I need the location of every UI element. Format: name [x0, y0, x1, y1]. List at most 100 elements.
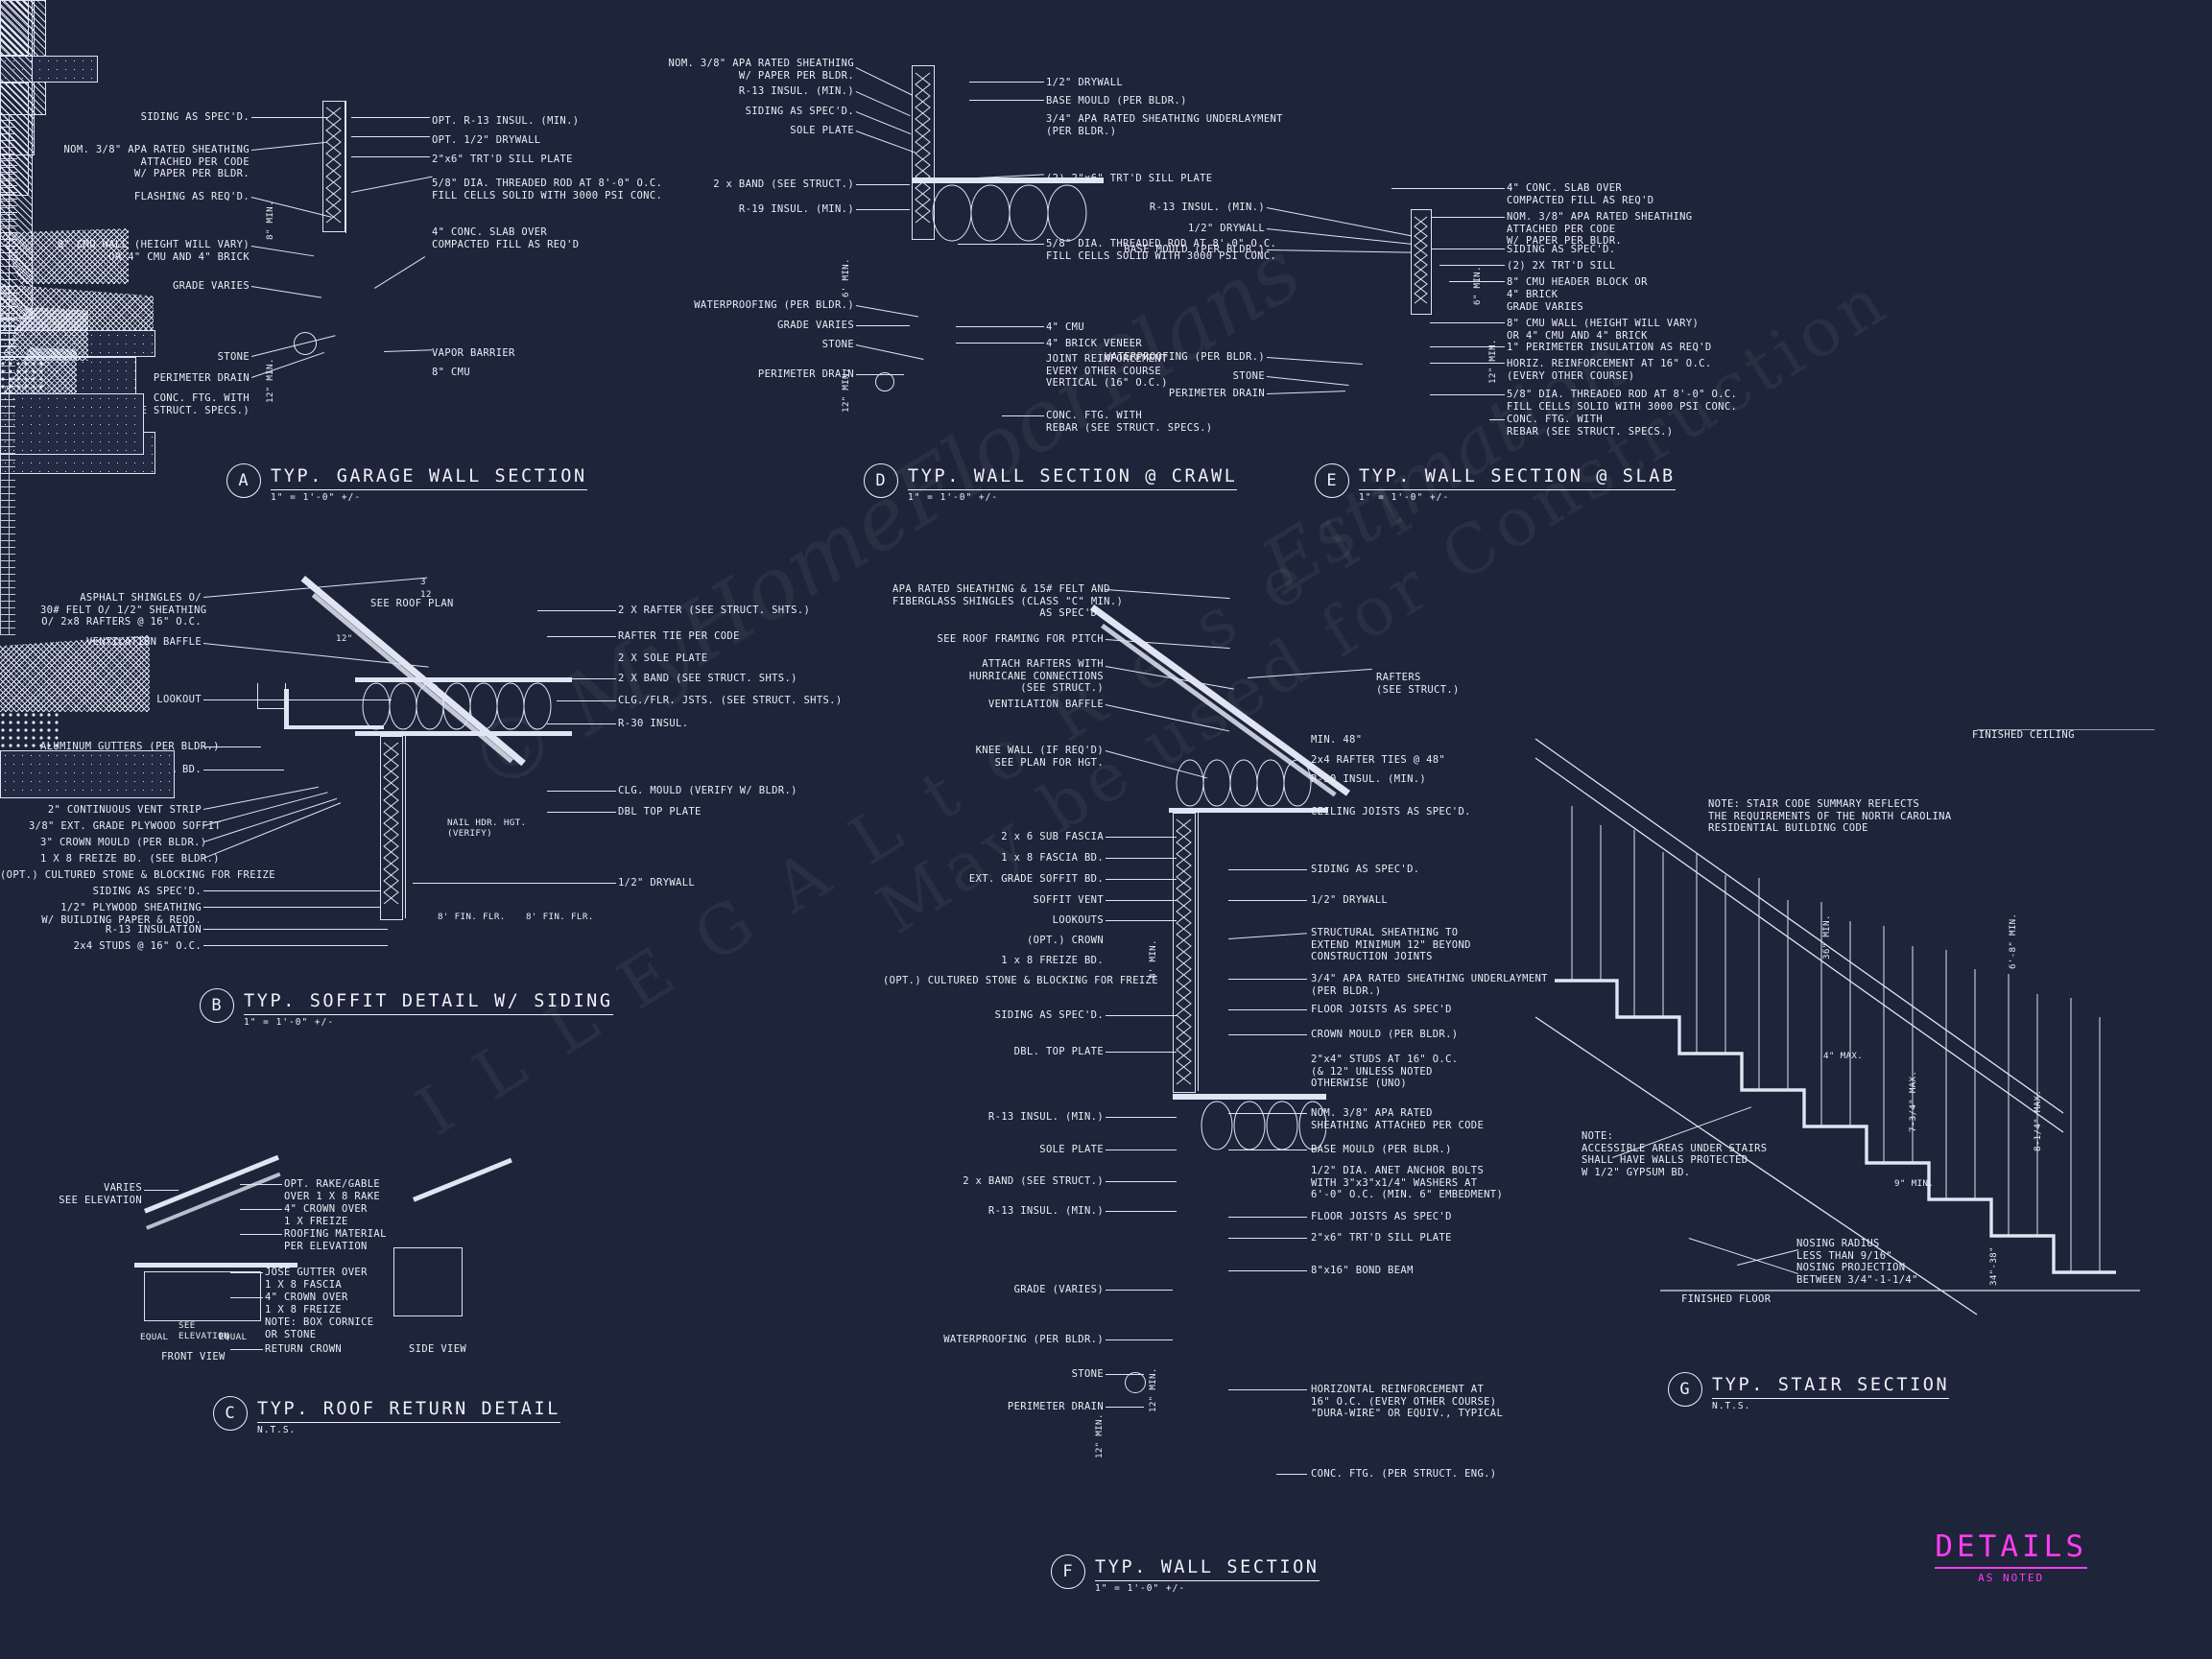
- label-sill-plate: (2) 2"x6" TRT'D SILL PLATE: [1046, 173, 1213, 184]
- label-waterproofing: WATERPROOFING (PER BLDR.): [1105, 351, 1265, 363]
- sheet-title-scale: AS NOTED: [1978, 1572, 2045, 1584]
- label-horiz-reinforcement: HORIZ. REINFORCEMENT AT 16" O.C. (EVERY …: [1507, 358, 1712, 382]
- batt-insulation-icon: [325, 104, 342, 228]
- label-stone: STONE: [1071, 1368, 1104, 1380]
- detail-bubble-e: E: [1315, 463, 1349, 498]
- leader-line: [203, 802, 342, 859]
- detail-e-scale: 1" = 1'-0" +/-: [1359, 492, 1450, 503]
- roof-return-wall-front: [144, 1271, 261, 1321]
- leader-line: [1106, 858, 1177, 859]
- leader-line: [351, 176, 433, 193]
- label-drywall: 1/2" DRYWALL: [1311, 894, 1389, 906]
- detail-g-title: G TYP. STAIR SECTION N.T.S.: [1668, 1372, 1950, 1411]
- leader-line: [1489, 419, 1505, 420]
- crawl-drain-pipe: [875, 372, 894, 391]
- slab-stud-wall: [1411, 209, 1432, 315]
- floor-batt-insulation-icon: [931, 183, 1104, 243]
- label-nail-hdr-hgt: NAIL HDR. HGT. (VERIFY): [447, 818, 527, 839]
- label-stone: STONE: [1232, 370, 1265, 382]
- detail-bubble-b: B: [200, 988, 234, 1023]
- detail-a-title-text: TYP. GARAGE WALL SECTION: [271, 466, 587, 490]
- dim-riser-max: 7-3/4" MAX.: [1908, 1070, 1918, 1132]
- label-apa-sheathing: NOM. 3/8" APA RATED SHEATHING W/ PAPER P…: [668, 58, 854, 82]
- note-nosing: NOSING RADIUS LESS THAN 9/16" NOSING PRO…: [1796, 1238, 1918, 1286]
- garage-drywall-line: [345, 101, 346, 233]
- label-fin-flr-right: 8' FIN. FLR.: [526, 912, 594, 922]
- leader-line: [956, 343, 1044, 344]
- gutter-profile: [257, 683, 286, 709]
- dim-6-8-min: 6'-8" MIN.: [2008, 912, 2018, 969]
- batt-insulation-icon: [1414, 213, 1428, 309]
- label-drywall: 1/2" DRYWALL: [1046, 77, 1124, 88]
- f-drain-pipe: [1125, 1372, 1146, 1393]
- detail-c-title: C TYP. ROOF RETURN DETAIL N.T.S.: [213, 1396, 560, 1435]
- f-ceiling-line: [1169, 808, 1328, 813]
- label-plywood-sheathing: 1/2" PLYWOOD SHEATHING W/ BUILDING PAPER…: [41, 902, 202, 926]
- leader-line: [855, 91, 911, 117]
- label-freize-bd: 1 X 8 FREIZE BD. (SEE BLDR.): [40, 853, 220, 865]
- label-opt-drywall: OPT. 1/2" DRYWALL: [432, 134, 541, 146]
- leader-line: [1228, 869, 1307, 870]
- detail-f-wall-section: APA RATED SHEATHING & 15# FELT AND FIBER…: [0, 0, 1548, 1594]
- label-cultured-stone: (OPT.) CULTURED STONE & BLOCKING FOR FRE…: [883, 975, 1158, 986]
- label-sub-fascia: 2 x 6 SUB FASCIA: [1001, 831, 1104, 842]
- label-base-mould: BASE MOULD (PER BLDR.): [1124, 244, 1265, 255]
- leader-line: [1228, 1270, 1307, 1271]
- leader-line: [1106, 1181, 1177, 1182]
- label-roof-framing-pitch: SEE ROOF FRAMING FOR PITCH: [937, 633, 1104, 645]
- label-return-crown: RETURN CROWN: [265, 1343, 343, 1355]
- f-wall-batt-insulation-icon: [1176, 816, 1192, 1086]
- leader-line: [250, 197, 332, 218]
- label-cmu-header: 8" CMU HEADER BLOCK OR 4" BRICK: [1507, 276, 1648, 300]
- detail-f-title-text: TYP. WALL SECTION: [1095, 1557, 1320, 1581]
- leader-line: [1228, 979, 1307, 980]
- leader-line: [1430, 346, 1505, 347]
- detail-bubble-g: G: [1668, 1372, 1702, 1407]
- leader-line: [1228, 1009, 1307, 1010]
- leader-line: [1105, 666, 1234, 690]
- label-drywall: 1/2" DRYWALL: [1187, 223, 1265, 234]
- label-r30-insul: R-30 INSUL.: [618, 718, 689, 729]
- detail-f-title: F TYP. WALL SECTION 1" = 1'-0" +/-: [1051, 1554, 1320, 1594]
- label-apa-underlayment: 3/4" APA RATED SHEATHING UNDERLAYMENT (P…: [1311, 973, 1548, 997]
- label-min-48: MIN. 48": [1311, 734, 1363, 746]
- label-rafter-ties: 2x4 RAFTER TIES @ 48": [1311, 754, 1446, 766]
- leader-line: [203, 907, 380, 908]
- dim-6-min: 6' MIN.: [841, 258, 851, 297]
- detail-bubble-a: A: [226, 463, 261, 498]
- label-grade-varies: GRADE VARIES: [1507, 301, 1584, 313]
- leader-line: [557, 678, 616, 679]
- label-grade-varies: GRADE VARIES: [776, 320, 854, 331]
- label-ceiling-joists: CEILING JOISTS AS SPEC'D.: [1311, 806, 1471, 818]
- leader-line: [1276, 1474, 1307, 1475]
- leader-line: [1228, 900, 1307, 901]
- leader-line: [203, 699, 392, 700]
- label-vapor-barrier: VAPOR BARRIER: [432, 347, 515, 359]
- label-clg-flr-jsts: CLG./FLR. JSTS. (SEE STRUCT. SHTS.): [618, 695, 843, 706]
- label-varies-see-elevation: VARIES SEE ELEVATION: [59, 1182, 142, 1206]
- dim-4-max: 4" MAX.: [1823, 1051, 1864, 1061]
- f-cmu-wall: [0, 0, 33, 319]
- leader-line: [1432, 217, 1505, 218]
- label-apa-sheathing: NOM. 3/8" APA RATED SHEATHING ATTACHED P…: [1311, 1107, 1485, 1131]
- label-r13-upper: R-13 INSUL. (MIN.): [987, 1111, 1104, 1123]
- pitch-rise: 3: [420, 577, 426, 587]
- label-stone: STONE: [821, 339, 854, 350]
- label-rafter: 2 X RAFTER (SEE STRUCT. SHTS.): [618, 604, 811, 616]
- label-siding-right: SIDING AS SPEC'D.: [1311, 864, 1420, 875]
- label-perimeter-drain: PERIMETER DRAIN: [1007, 1401, 1104, 1412]
- note-stair-code: NOTE: STAIR CODE SUMMARY REFLECTS THE RE…: [1708, 798, 1952, 835]
- label-ventilation-baffle: VENTILATION BAFFLE: [987, 699, 1104, 710]
- label-cmu-wall: 8" CMU WALL (HEIGHT WILL VARY) OR 4" CMU…: [57, 239, 250, 263]
- leader-line: [1266, 207, 1413, 237]
- soffit-clg-joist-line: [355, 731, 572, 736]
- label-fin-flr-left: 8' FIN. FLR.: [438, 912, 506, 922]
- f-stud-wall-upper: [1173, 813, 1196, 1093]
- label-conc-footing: CONC. FTG. WITH REBAR (SEE STRUCT. SPECS…: [1507, 414, 1674, 438]
- label-asphalt-shingles: ASPHALT SHINGLES O/ 30# FELT O/ 1/2" SHE…: [40, 592, 207, 628]
- label-opt-insul: OPT. R-13 INSUL. (MIN.): [432, 115, 580, 127]
- dim-12-min-b: 12" MIN.: [1148, 1367, 1158, 1412]
- leader-line: [1106, 1211, 1177, 1212]
- label-floor-joists-1: FLOOR JOISTS AS SPEC'D: [1311, 1004, 1452, 1015]
- label-conc-slab: 4" CONC. SLAB OVER COMPACTED FILL AS REQ…: [432, 226, 580, 250]
